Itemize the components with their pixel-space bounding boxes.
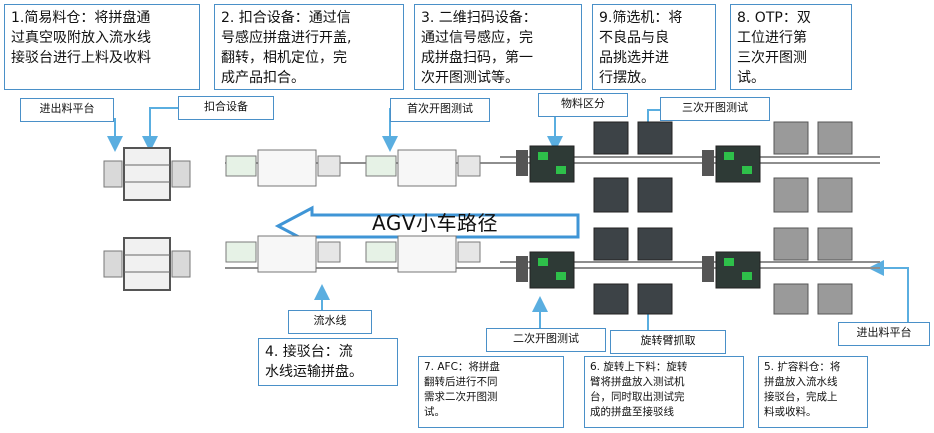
connector-fastening	[142, 107, 178, 152]
agv-route-arrow	[274, 205, 580, 247]
scan-station-bottom	[365, 235, 481, 273]
test-cell-top-right	[702, 121, 853, 213]
desc-scan-device: 3. 二维扫码设备： 通过信号感应，完 成拼盘扫码，第一 次开图测试等。	[414, 4, 582, 90]
scan-station-top	[365, 149, 481, 187]
label-inout-platform-right: 进出料平台	[838, 322, 930, 346]
desc-afc: 7. AFC：将拼盘 翻转后进行不同 需求二次开图测 试。	[418, 356, 564, 428]
label-third-test: 三次开图测试	[660, 97, 770, 121]
label-assembly-line: 流水线	[288, 310, 372, 334]
label-first-test: 首次开图测试	[390, 98, 490, 122]
desc-rotary-loader: 6. 旋转上下料：旋转 臂将拼盘放入测试机 台，同时取出测试完 成的拼盘至接驳线	[584, 356, 744, 428]
label-rotary-arm: 旋转臂抓取	[610, 330, 726, 354]
silo-top	[103, 147, 191, 201]
desc-fastening-device: 2. 扣合设备：通过信 号感应拼盘进行开盖, 翻转，相机定位，完 成产品扣合。	[214, 4, 404, 90]
test-cell-bottom-left	[516, 227, 673, 315]
desc-screening-machine: 9.筛选机：将 不良品与良 品挑选并进 行摆放。	[592, 4, 716, 90]
silo-bottom	[103, 237, 191, 291]
desc-otp: 8. OTP：双 工位进行第 三次开图测 试。	[730, 4, 852, 90]
fastening-station-top	[225, 149, 341, 187]
desc-expansion-silo: 5. 扩容料仓：将 拼盘放入流水线 接驳台，完成上 料或收料。	[758, 356, 868, 428]
label-fastening-device: 扣合设备	[178, 96, 274, 120]
fastening-station-bottom	[225, 235, 341, 273]
label-material-zone: 物料区分	[538, 93, 628, 117]
label-inout-platform-left: 进出料平台	[20, 98, 114, 122]
agv-route-label: AGV小车路径	[372, 211, 499, 235]
test-cell-bottom-right	[702, 227, 853, 315]
test-cell-top-left	[516, 121, 673, 213]
desc-docking-station: 4. 接驳台：流 水线运输拼盘。	[258, 338, 398, 386]
label-second-test: 二次开图测试	[486, 328, 606, 352]
desc-simple-silo: 1.简易料仓：将拼盘通 过真空吸附放入流水线 接驳台进行上料及收料	[4, 4, 200, 90]
connector-inout-right	[868, 260, 909, 322]
